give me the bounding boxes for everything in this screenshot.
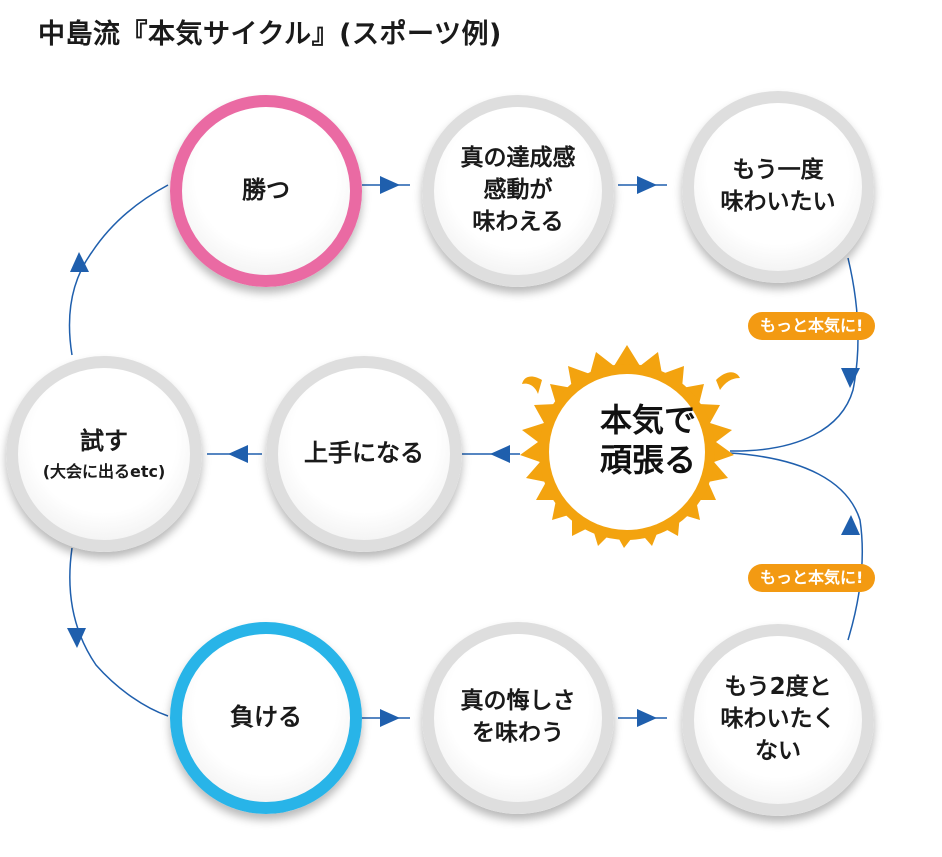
flame-ring-icon bbox=[520, 345, 740, 548]
arrowhead-up-right bbox=[841, 515, 860, 535]
node-lose-label: 負ける bbox=[230, 703, 302, 732]
arrowhead-down-right bbox=[841, 368, 860, 388]
node-never-again-line-1: もう2度と bbox=[724, 674, 832, 701]
arrowheads bbox=[67, 176, 860, 727]
node-again: もう一度 味わいたい bbox=[682, 91, 874, 283]
arrowhead-up-left bbox=[70, 252, 89, 272]
node-try-sub: (大会に出るetc) bbox=[42, 462, 166, 482]
page-title: 中島流『本気サイクル』(スポーツ例) bbox=[38, 19, 502, 50]
center-line-1: 本気で bbox=[599, 401, 696, 439]
center-label: 本気で 頑張る bbox=[566, 400, 730, 480]
node-try: 試す (大会に出るetc) bbox=[6, 356, 202, 552]
arrowhead-left-1 bbox=[490, 445, 510, 463]
node-never-again: もう2度と 味わいたく ない bbox=[682, 624, 874, 816]
node-again-line-2: 味わいたい bbox=[720, 189, 836, 215]
arrowhead-down-left bbox=[67, 628, 86, 648]
curve-try-to-win bbox=[68, 184, 169, 356]
arrowhead-right-4 bbox=[637, 709, 657, 727]
arrowhead-left-2 bbox=[228, 445, 248, 463]
node-true-achievement-line-1: 真の達成感 bbox=[460, 145, 576, 172]
node-try-label: 試す bbox=[80, 427, 128, 456]
node-true-achievement: 真の達成感 感動が 味わえる bbox=[422, 95, 614, 287]
node-true-frustration-line-2: を味わう bbox=[472, 720, 564, 746]
arrowhead-right-3 bbox=[380, 709, 400, 727]
arrowhead-right-1 bbox=[380, 176, 400, 194]
curve-try-to-lose bbox=[69, 547, 169, 717]
node-never-again-line-2: 味わいたく bbox=[720, 706, 836, 733]
badge-more-serious-top: もっと本気に! bbox=[748, 312, 876, 340]
curve-again-to-center bbox=[729, 257, 859, 452]
node-lose: 負ける bbox=[170, 622, 362, 814]
node-again-line-1: もう一度 bbox=[732, 157, 824, 184]
center-line-2: 頑張る bbox=[599, 441, 696, 479]
node-true-achievement-line-3: 味わえる bbox=[472, 208, 564, 235]
node-improve-label: 上手になる bbox=[304, 439, 424, 468]
arrowhead-right-2 bbox=[637, 176, 657, 194]
node-improve: 上手になる bbox=[266, 356, 462, 552]
node-true-frustration-line-1: 真の悔しさ bbox=[460, 688, 576, 715]
node-win: 勝つ bbox=[170, 95, 362, 287]
node-never-again-line-3: ない bbox=[755, 737, 801, 764]
node-true-frustration: 真の悔しさ を味わう bbox=[422, 622, 614, 814]
curve-never-to-center bbox=[729, 452, 864, 641]
node-win-label: 勝つ bbox=[242, 176, 290, 205]
badge-more-serious-bottom: もっと本気に! bbox=[748, 564, 876, 592]
node-true-achievement-line-2: 感動が bbox=[483, 177, 553, 204]
